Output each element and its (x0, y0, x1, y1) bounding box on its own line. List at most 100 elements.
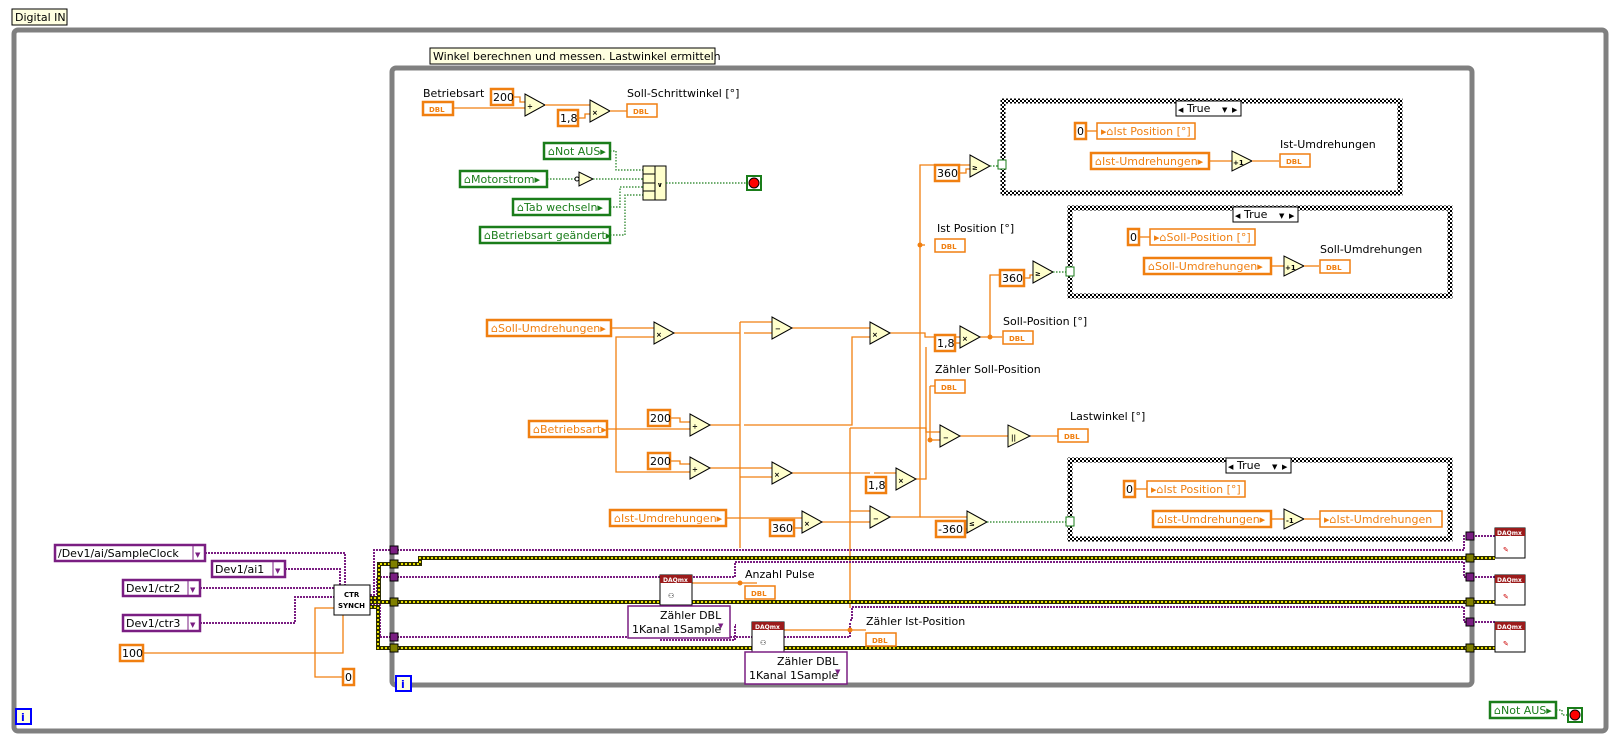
outer-loop-stop-terminal[interactable] (1567, 707, 1583, 723)
betriebsart-geaendert-local[interactable]: ⌂Betriebsart geändert▸ (478, 225, 612, 245)
increment-node-1[interactable]: +1 (1231, 150, 1254, 172)
divide-node-mid-a[interactable]: ÷ (689, 413, 712, 437)
svg-text:▶: ▶ (1232, 106, 1238, 114)
soll-umdrehungen-local-case2[interactable]: ⌂Soll-Umdrehungen▸ (1142, 256, 1273, 276)
const-100[interactable]: 100 (118, 643, 145, 663)
svg-text:⌂Tab wechseln▸: ⌂Tab wechseln▸ (517, 201, 603, 214)
betriebsart-local-mid[interactable]: ⌂Betriebsart▸ (527, 419, 609, 439)
betriebsart-control[interactable]: DBL (421, 100, 455, 117)
const-200-top[interactable]: 200 (489, 87, 515, 107)
multiply-node-4[interactable]: × (895, 467, 918, 491)
daqmx-read-1-selector[interactable]: Zähler DBL 1Kanal 1Sample ▼ (627, 605, 731, 639)
greater-equal-node-1[interactable]: ≥ (969, 154, 992, 178)
daqmx-read-2[interactable]: DAQmx ⚇ (751, 621, 785, 653)
svg-text:▼: ▼ (718, 622, 724, 630)
svg-text:DBL: DBL (1064, 433, 1080, 441)
const-360-case1[interactable]: 360 (933, 163, 961, 183)
svg-text:▼: ▼ (1222, 106, 1228, 114)
soll-position-local-case2[interactable]: ▸⌂Soll-Position [°] (1149, 228, 1256, 246)
ist-position-local-case3[interactable]: ▸⌂Ist Position [°] (1146, 480, 1246, 498)
ist-umdrehungen-local-case3[interactable]: ⌂Ist-Umdrehungen▸ (1151, 509, 1273, 529)
svg-text:⌂Soll-Umdrehungen▸: ⌂Soll-Umdrehungen▸ (491, 322, 606, 335)
absolute-value-node[interactable]: || (1007, 424, 1032, 448)
not-aus-local-outer[interactable]: ⌂Not AUS▸ (1488, 700, 1558, 720)
svg-text:-1: -1 (1286, 517, 1294, 525)
svg-text:DBL: DBL (1009, 335, 1025, 343)
subtract-node-2[interactable]: − (869, 505, 892, 529)
inner-while-loop[interactable] (389, 65, 1475, 688)
greater-equal-node-2[interactable]: ≥ (1032, 260, 1055, 284)
svg-text:▸⌂Ist Position [°]: ▸⌂Ist Position [°] (1101, 125, 1191, 138)
const-1-8-top[interactable]: 1,8 (556, 108, 580, 128)
svg-text:≤: ≤ (969, 520, 975, 528)
channel-const-ctr2[interactable]: Dev1/ctr2 ▼ (121, 578, 202, 598)
less-equal-node[interactable]: ≤ (966, 510, 989, 534)
svg-text:▼: ▼ (1272, 463, 1278, 471)
lastwinkel-label: Lastwinkel [°] (1070, 410, 1145, 423)
subtract-node-lastwinkel[interactable]: − (939, 424, 962, 448)
multiply-node-5[interactable]: × (801, 510, 824, 534)
channel-const-ctr3[interactable]: Dev1/ctr3 ▼ (121, 613, 202, 633)
svg-text:▼: ▼ (275, 567, 281, 575)
tunnels-left (389, 545, 399, 653)
motorstrom-local[interactable]: ⌂Motorstrom▸ (458, 169, 549, 189)
const-0-case1[interactable]: 0 (1073, 121, 1088, 141)
daqmx-clear-task-2[interactable]: DAQmx ✎ (1494, 574, 1526, 606)
svg-text:≥: ≥ (972, 164, 978, 172)
const-1-8-mid-a[interactable]: 1,8 (864, 475, 888, 495)
multiply-node-2[interactable]: × (869, 321, 892, 345)
subtract-node-1[interactable]: − (771, 316, 794, 340)
svg-text:⚇: ⚇ (668, 592, 674, 600)
divide-node-mid-b[interactable]: ÷ (689, 456, 712, 480)
outer-while-loop[interactable] (11, 27, 1609, 734)
multiply-node-3[interactable]: × (771, 461, 794, 485)
svg-text:-360: -360 (938, 523, 963, 536)
increment-node-2[interactable]: +1 (1283, 255, 1306, 277)
not-aus-local[interactable]: ⌂Not AUS▸ (542, 141, 612, 161)
decrement-node[interactable]: -1 (1283, 508, 1306, 530)
case-selector-3[interactable]: True ◀▶ ▼ (1225, 457, 1292, 474)
svg-text:×: × (656, 331, 662, 339)
compound-or-node[interactable]: ∨ (642, 165, 667, 201)
ist-umdrehungen-local-mid[interactable]: ⌂Ist-Umdrehungen▸ (608, 508, 728, 528)
svg-text:200: 200 (650, 412, 671, 425)
ctr-synch-subvi[interactable]: CTR SYNCH (333, 584, 371, 616)
svg-text:×: × (872, 331, 878, 339)
svg-text:×: × (898, 477, 904, 485)
daqmx-read-2-selector[interactable]: Zähler DBL 1Kanal 1Sample ▼ (744, 651, 848, 685)
case-selector-2[interactable]: True ◀▶ ▼ (1232, 206, 1299, 223)
ist-umdrehungen-write-local-case3[interactable]: ▸⌂Ist-Umdrehungen (1319, 510, 1443, 528)
divide-node-top[interactable]: ÷ (524, 93, 547, 117)
svg-text:⚇: ⚇ (760, 639, 766, 647)
daqmx-clear-task-3[interactable]: DAQmx ✎ (1494, 621, 1526, 653)
outer-loop-label: Digital IN (11, 8, 68, 26)
svg-text:∨: ∨ (657, 181, 663, 189)
not-node[interactable] (574, 171, 595, 187)
const-200-mid-b[interactable]: 200 (646, 451, 672, 471)
channel-const-ai1[interactable]: Dev1/ai1 ▼ (210, 559, 287, 579)
inner-loop-stop-terminal[interactable] (746, 175, 762, 191)
const-200-mid-a[interactable]: 200 (646, 408, 672, 428)
const-1-8-mid-b[interactable]: 1,8 (933, 333, 957, 353)
const-360-mid[interactable]: 360 (768, 518, 796, 538)
multiply-node-top[interactable]: × (589, 99, 612, 123)
daqmx-clear-task-1[interactable]: DAQmx ✎ (1494, 527, 1526, 559)
daqmx-read-1[interactable]: DAQmx ⚇ (659, 574, 693, 606)
const-0-daq[interactable]: 0 (341, 667, 356, 687)
const-360-case2[interactable]: 360 (998, 268, 1026, 288)
multiply-node-1[interactable]: × (653, 321, 676, 345)
const-0-case2[interactable]: 0 (1126, 227, 1141, 247)
svg-text:SYNCH: SYNCH (338, 602, 365, 610)
svg-text:Dev1/ctr2: Dev1/ctr2 (126, 582, 180, 595)
tab-wechseln-local[interactable]: ⌂Tab wechseln▸ (511, 197, 612, 217)
soll-umdrehungen-local-mid[interactable]: ⌂Soll-Umdrehungen▸ (485, 318, 613, 338)
svg-text:1,8: 1,8 (868, 479, 886, 492)
svg-text:Digital IN: Digital IN (15, 11, 66, 24)
const-minus-360-case3[interactable]: -360 (934, 519, 967, 539)
const-0-case3[interactable]: 0 (1122, 479, 1137, 499)
ist-position-local-case1[interactable]: ▸⌂Ist Position [°] (1096, 122, 1196, 140)
ist-umdrehungen-local-case1[interactable]: ⌂Ist-Umdrehungen▸ (1089, 151, 1211, 171)
multiply-node-6[interactable]: × (959, 325, 982, 349)
channel-const-sampleclock[interactable]: /Dev1/ai/SampleClock ▼ (53, 543, 207, 563)
case-selector-1[interactable]: True ◀▶ ▼ (1175, 100, 1242, 117)
